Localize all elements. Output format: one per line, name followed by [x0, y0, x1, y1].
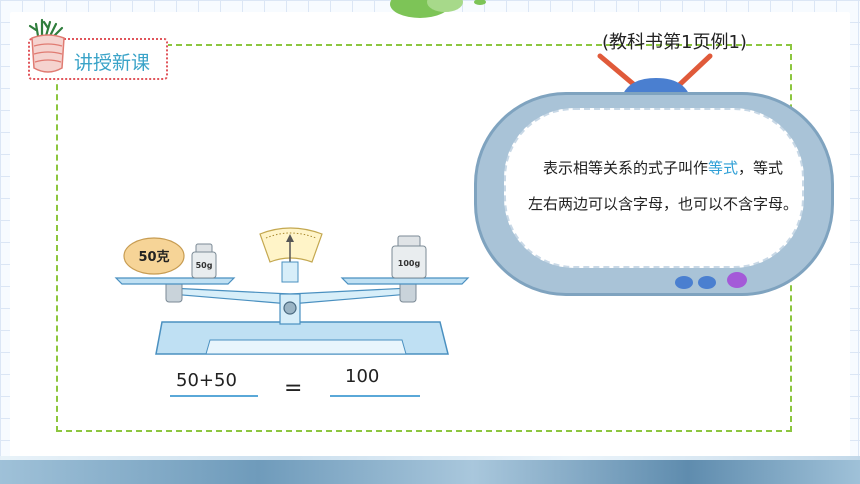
tv-button-2 [698, 276, 716, 289]
answer-underline-left [170, 395, 258, 397]
balance-scale-illustration: 50克 50g 100g [114, 227, 470, 355]
bottom-decor-band [0, 460, 860, 484]
leaf-decoration-icon [390, 0, 486, 18]
definition-text: 表示相等关系的式子叫作等式，等式 左右两边可以含字母，也可以不含字母。 [508, 150, 818, 222]
potted-plant-icon [28, 18, 65, 73]
weight-50g-label: 50g [196, 261, 213, 270]
lesson-badge-label: 讲授新课 [74, 52, 151, 74]
equation-left: 50+50 [176, 370, 237, 391]
tv-button-1 [675, 276, 693, 289]
answer-underline-right [330, 395, 420, 397]
tv-screen [504, 108, 804, 268]
equals-sign: = [284, 376, 303, 401]
textbook-reference: (教科书第1页例1) [602, 32, 747, 53]
highlight-term: 等式 [707, 159, 738, 177]
tv-button-3 [727, 272, 747, 288]
weight-100g-label: 100g [398, 259, 421, 268]
egg-label: 50克 [138, 249, 169, 265]
equation-right: 100 [345, 366, 380, 387]
definition-line-2: 左右两边可以含字母，也可以不含字母。 [527, 195, 798, 213]
definition-line-1: 表示相等关系的式子叫作等式，等式 [542, 159, 784, 177]
